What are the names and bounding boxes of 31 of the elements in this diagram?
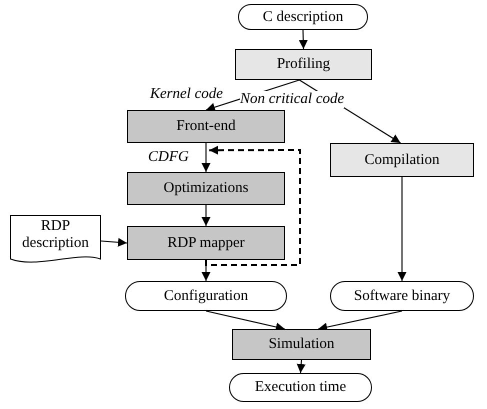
node-label: Compilation xyxy=(364,152,440,168)
process-box xyxy=(235,49,372,80)
node-label: Execution time xyxy=(254,379,346,396)
process-box xyxy=(232,329,371,360)
node-label: RDP mapper xyxy=(167,234,245,252)
arrow xyxy=(296,360,306,374)
node-label: Front-end xyxy=(176,118,236,135)
node-label: RDP description xyxy=(21,218,90,251)
node-label: Configuration xyxy=(164,288,248,304)
process-box xyxy=(330,143,474,177)
process-box xyxy=(127,172,285,205)
arrow xyxy=(298,30,308,50)
arrow xyxy=(318,310,402,332)
arrow xyxy=(398,177,406,281)
node-label: Simulation xyxy=(268,336,334,353)
process-box xyxy=(127,226,285,260)
arrow xyxy=(202,205,210,226)
arrow xyxy=(206,310,285,332)
start-terminal xyxy=(238,4,368,30)
node-label: C description xyxy=(262,8,344,26)
edge-label: Non critical code xyxy=(240,91,344,108)
node-label: Profiling xyxy=(276,56,330,73)
node-label: Software binary xyxy=(354,288,450,304)
dashed-arrow xyxy=(205,146,301,266)
end-terminal xyxy=(229,373,372,402)
terminal xyxy=(125,281,287,311)
terminal xyxy=(330,281,474,311)
process-box xyxy=(127,110,285,143)
arrow xyxy=(100,238,128,247)
arrow xyxy=(202,143,210,172)
node-label: Optimizations xyxy=(164,180,248,197)
